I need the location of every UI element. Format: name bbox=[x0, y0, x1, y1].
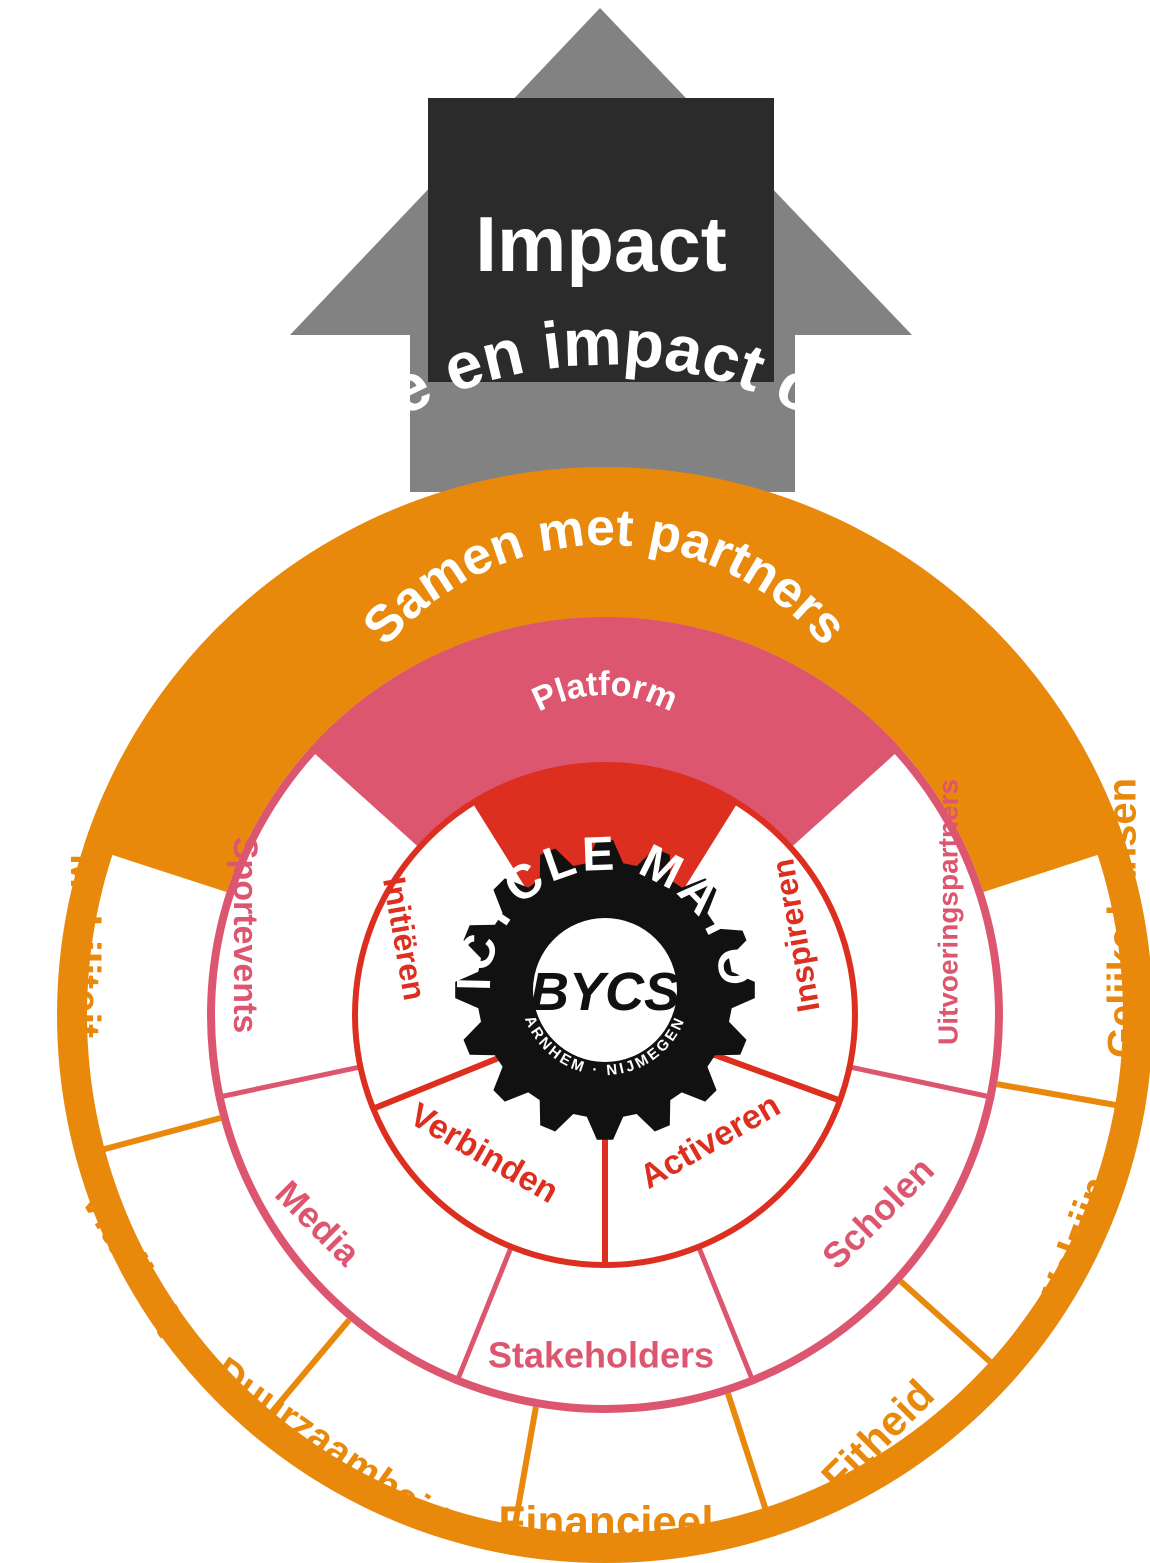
inner-divider-0 bbox=[372, 1053, 505, 1112]
outer-title-band bbox=[83, 467, 1127, 893]
middle-divider-3 bbox=[849, 1064, 995, 1101]
impact-label: Impact bbox=[475, 200, 726, 288]
outer-label-financieel: Financieel bbox=[498, 1498, 713, 1547]
outer-ring-dividers bbox=[74, 1081, 1146, 1556]
outer-label-mobiliteit: Mobiliteit bbox=[62, 854, 109, 1038]
middle-title-arc bbox=[309, 617, 901, 848]
outer-divider-0 bbox=[74, 1115, 222, 1160]
middle-label-stakeholders: Stakeholders bbox=[488, 1335, 714, 1376]
middle-ring-dividers bbox=[215, 1064, 995, 1385]
middle-title-band bbox=[309, 617, 901, 848]
outer-divider-4 bbox=[898, 1279, 1015, 1384]
middle-divider-2 bbox=[696, 1245, 757, 1385]
outer-title-arc bbox=[83, 467, 1127, 893]
inner-ring-dividers bbox=[372, 1049, 841, 1265]
middle-divider-1 bbox=[453, 1245, 514, 1385]
outer-divider-5 bbox=[996, 1081, 1146, 1114]
outer-divider-1 bbox=[250, 1317, 352, 1437]
outer-divider-2 bbox=[506, 1406, 539, 1556]
outer-label-gelijke-kansen: Gelijke kansen bbox=[1101, 778, 1145, 1058]
logo-center-text: BYCS bbox=[530, 962, 680, 1022]
middle-divider-0 bbox=[215, 1064, 361, 1101]
impact-box bbox=[428, 98, 774, 382]
logo-center-disc bbox=[533, 918, 677, 1062]
outer-divider-3 bbox=[725, 1392, 778, 1538]
inner-divider-2 bbox=[707, 1049, 841, 1104]
middle-label-sportevents: Sportevents bbox=[226, 837, 264, 1034]
middle-label-uitvoeringspartners: Uitvoeringspartners bbox=[932, 779, 963, 1045]
